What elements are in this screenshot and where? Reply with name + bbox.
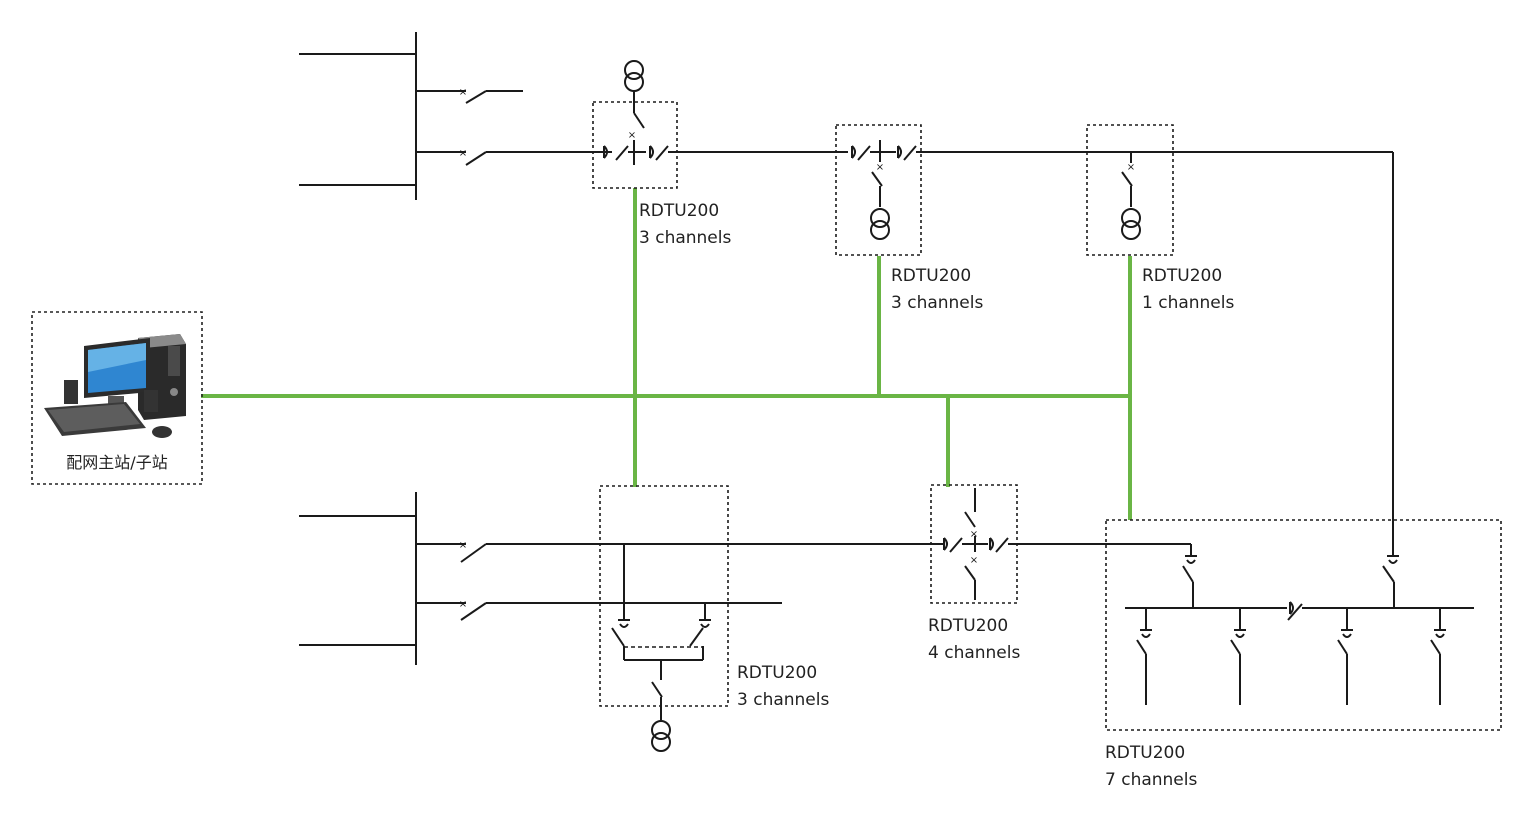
unit-model: RDTU200 bbox=[928, 616, 1009, 636]
unit-channels: 4 channels bbox=[928, 643, 1021, 663]
unit-channels: 3 channels bbox=[737, 690, 830, 710]
unit-channels: 1 channels bbox=[1142, 293, 1235, 313]
breaker-mark: × bbox=[970, 529, 978, 540]
unit-3-equipment bbox=[1086, 124, 1394, 552]
communication-network bbox=[201, 188, 1132, 520]
unit-channels: 3 channels bbox=[639, 228, 732, 248]
breaker-mark: × bbox=[1127, 162, 1135, 173]
master-station-label: 配网主站/子站 bbox=[66, 453, 168, 472]
unit-channels: 7 channels bbox=[1105, 770, 1198, 790]
bottom-source-bus bbox=[299, 492, 944, 665]
unit-channels: 3 channels bbox=[891, 293, 984, 313]
unit-model: RDTU200 bbox=[891, 266, 972, 286]
unit-4-equipment bbox=[599, 485, 729, 752]
unit-1-label: RDTU200 3 channels bbox=[639, 198, 731, 252]
unit-1-equipment bbox=[592, 60, 848, 189]
unit-6-equipment bbox=[1105, 519, 1502, 731]
breaker-mark: × bbox=[459, 599, 467, 610]
unit-2-equipment bbox=[835, 124, 1393, 256]
breaker-mark: × bbox=[970, 555, 978, 566]
unit-2-label: RDTU200 3 channels bbox=[891, 263, 983, 317]
breaker-mark: × bbox=[459, 540, 467, 551]
breaker-mark: × bbox=[876, 162, 884, 173]
top-source-bus bbox=[299, 32, 600, 200]
desktop-computer-icon bbox=[44, 334, 186, 438]
unit-model: RDTU200 bbox=[639, 201, 720, 221]
unit-model: RDTU200 bbox=[1142, 266, 1223, 286]
breaker-mark: × bbox=[459, 87, 467, 98]
unit-5-equipment bbox=[930, 484, 1191, 604]
unit-6-label: RDTU200 7 channels bbox=[1105, 740, 1197, 794]
unit-5-label: RDTU200 4 channels bbox=[928, 613, 1020, 667]
breaker-mark: × bbox=[459, 148, 467, 159]
breaker-mark: × bbox=[628, 130, 636, 141]
unit-model: RDTU200 bbox=[1105, 743, 1186, 763]
unit-4-label: RDTU200 3 channels bbox=[737, 660, 829, 714]
unit-3-label: RDTU200 1 channels bbox=[1142, 263, 1234, 317]
unit-model: RDTU200 bbox=[737, 663, 818, 683]
master-station-box bbox=[31, 311, 203, 485]
